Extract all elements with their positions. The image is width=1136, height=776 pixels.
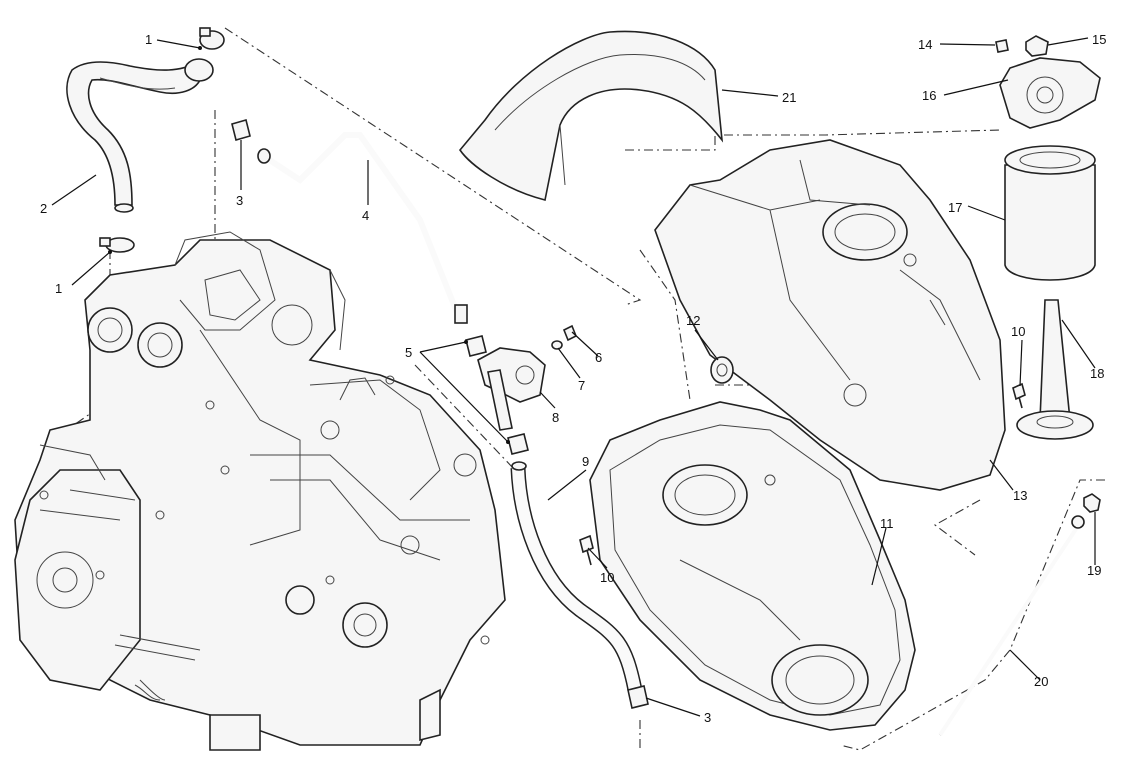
hose-clamp-1-bottom — [99, 237, 135, 253]
hose-fitting-3-top — [231, 119, 251, 141]
callout-13: 13 — [1013, 488, 1027, 503]
callout-11: 11 — [880, 516, 894, 531]
screw-6-washer-7 — [551, 324, 578, 350]
breather-pipe-4 — [257, 132, 468, 324]
hose-9 — [510, 461, 643, 692]
clamps-5 — [465, 335, 529, 455]
leader-lines — [51, 37, 1096, 717]
rod-20 — [938, 515, 1085, 737]
hose-fitting-3-bottom — [627, 685, 649, 709]
callout-21: 21 — [782, 90, 796, 105]
callout-19: 19 — [1087, 563, 1101, 578]
valve-8 — [477, 347, 546, 431]
callout-16: 16 — [922, 88, 936, 103]
callout-7: 7 — [578, 378, 585, 393]
screw-10-left — [579, 534, 594, 566]
callout-labels: 1 1 2 3 4 5 6 7 8 9 10 10 11 12 13 14 15… — [40, 32, 1106, 725]
cover-21 — [459, 30, 724, 201]
callout-3-bottom: 3 — [704, 710, 711, 725]
filter-cover-16 — [999, 57, 1101, 129]
callout-6: 6 — [595, 350, 602, 365]
callout-9: 9 — [582, 454, 589, 469]
callout-1-top: 1 — [145, 32, 152, 47]
nut-15 — [1025, 35, 1049, 57]
nut-19 — [1083, 493, 1101, 513]
air-filter-17 — [1004, 145, 1096, 281]
callout-3-top: 3 — [236, 193, 243, 208]
engine-block — [14, 231, 506, 751]
callout-1-bottom: 1 — [55, 281, 62, 296]
grommet-12 — [710, 356, 734, 384]
assembly-lines — [44, 27, 1105, 751]
callout-4: 4 — [362, 208, 369, 223]
callout-8: 8 — [552, 410, 559, 425]
callout-2: 2 — [40, 201, 47, 216]
screw-10-right — [1012, 382, 1026, 409]
callout-10-right: 10 — [1011, 324, 1025, 339]
callout-15: 15 — [1092, 32, 1106, 47]
callout-18: 18 — [1090, 366, 1104, 381]
airbox-lower-11 — [589, 401, 916, 731]
airbox-upper-13 — [654, 139, 1006, 491]
callout-5: 5 — [405, 345, 412, 360]
funnel-18 — [1016, 299, 1094, 440]
breather-hose-2 — [66, 58, 214, 213]
screw-14 — [995, 39, 1009, 53]
callout-10-left: 10 — [600, 570, 614, 585]
hose-clamp-1-top — [199, 27, 225, 50]
callout-12: 12 — [686, 313, 700, 328]
callout-14: 14 — [918, 37, 932, 52]
callout-17: 17 — [948, 200, 962, 215]
callout-20: 20 — [1034, 674, 1048, 689]
